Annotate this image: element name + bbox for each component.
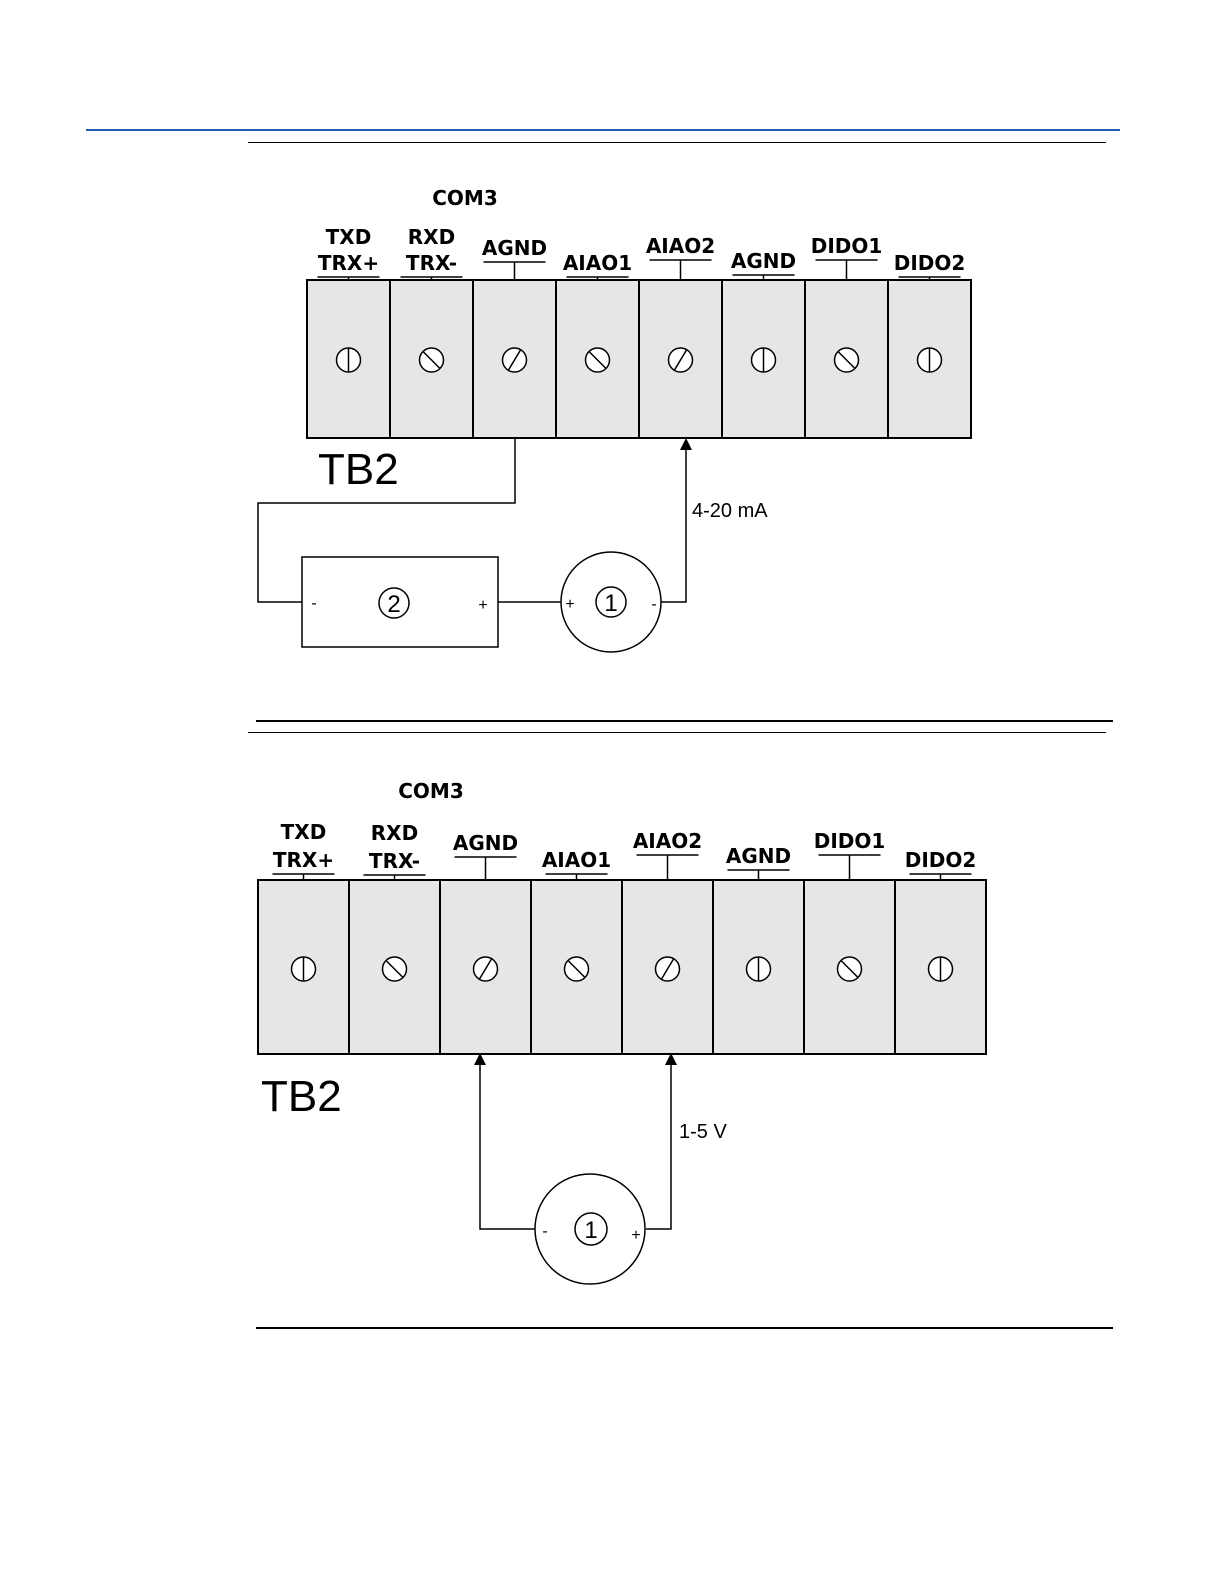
terminal-label: RXD [371, 821, 418, 845]
terminal-label: AIAO2 [633, 829, 702, 853]
device-1-plus: + [631, 1227, 640, 1244]
terminal-label: AGND [726, 844, 791, 868]
block-label: TB2 [261, 1072, 342, 1121]
terminal-block [258, 880, 986, 1054]
terminal-label: AIAO1 [542, 848, 611, 872]
com-label: COM3 [398, 779, 464, 803]
wire-device-1-plus-to-aiao2 [646, 1064, 671, 1229]
terminal-label: AGND [453, 831, 518, 855]
terminal-label: TXD [281, 820, 327, 844]
signal-label: 1-5 V [679, 1121, 727, 1143]
terminal-labels: TXDTRX+RXDTRX-AGNDAIAO1AIAO2AGNDDIDO1DID… [273, 820, 977, 880]
device-1-minus: - [542, 1223, 547, 1240]
terminal-label: DIDO1 [814, 829, 886, 853]
wire-device-1-minus-to-agnd [480, 1064, 535, 1229]
terminal-label: DIDO2 [905, 848, 977, 872]
terminal-label: TRX+ [273, 848, 334, 872]
terminal-label: TRX- [369, 849, 420, 873]
device-1-number: 1 [584, 1217, 597, 1244]
